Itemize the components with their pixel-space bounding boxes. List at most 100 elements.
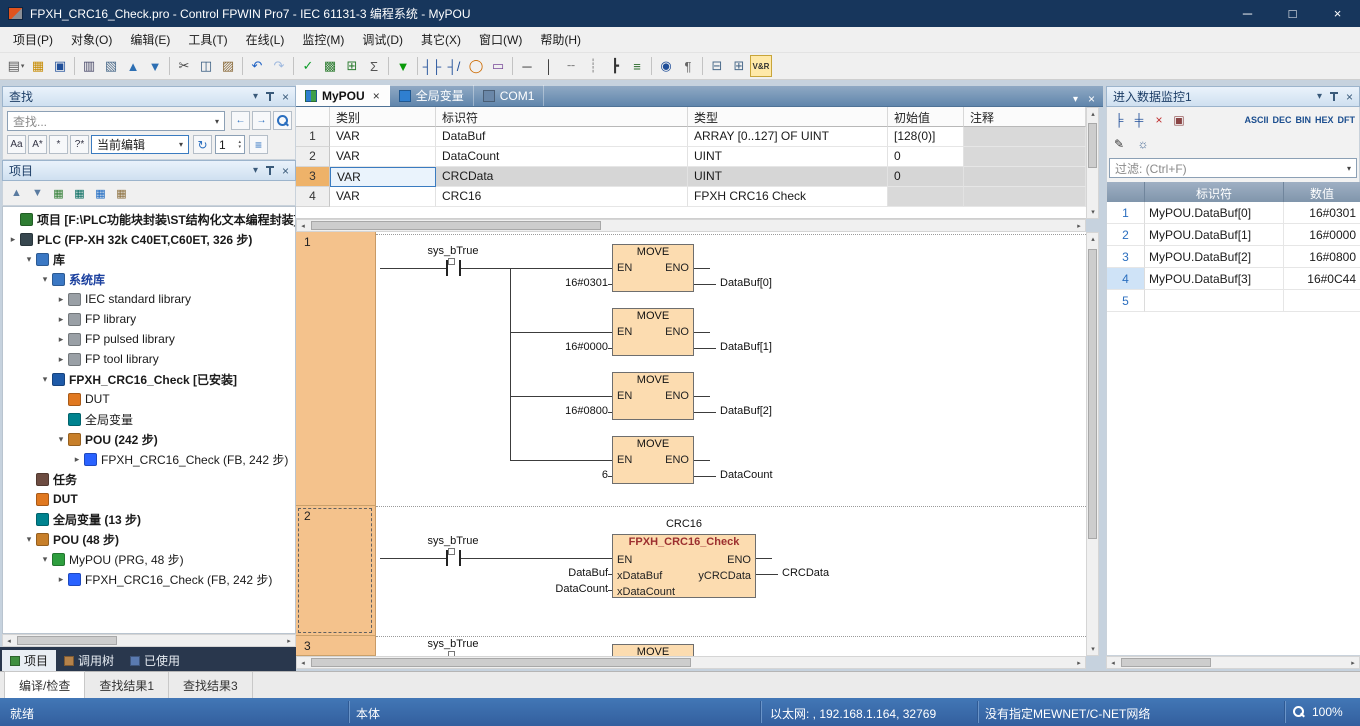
tree-item-0[interactable]: 项目 [F:\PLC功能块封装\ST结构化文本编程封装]: [7, 209, 295, 229]
scroll-down-icon[interactable]: ▾: [1091, 209, 1095, 216]
vr-toggle-icon[interactable]: V&R: [750, 55, 772, 77]
results-tab-2[interactable]: 查找结果3: [169, 671, 253, 699]
scroll-thumb[interactable]: [311, 221, 601, 230]
insert-watch-icon[interactable]: ╞: [1114, 113, 1124, 127]
tree-item-7[interactable]: ▸FP tool library: [55, 349, 159, 369]
format-hex-button[interactable]: HEX: [1314, 115, 1334, 125]
tab-list-icon[interactable]: ▾: [1072, 93, 1078, 105]
cut-icon[interactable]: ✂: [178, 58, 190, 73]
search-panel-close-icon[interactable]: ×: [281, 89, 289, 104]
download-to-plc-icon[interactable]: ▼: [148, 58, 162, 74]
results-tab-1[interactable]: 查找结果1: [85, 671, 170, 699]
totalize-steps-icon[interactable]: Σ: [369, 58, 379, 74]
move-block[interactable]: MOVE: [612, 644, 694, 656]
block-input-operand[interactable]: 6: [601, 469, 608, 481]
monitor-value-cell[interactable]: [1284, 290, 1360, 312]
search-input[interactable]: 查找... ▾: [7, 111, 225, 131]
tree-item-14[interactable]: DUT: [23, 489, 78, 509]
var-row-number[interactable]: 2: [296, 147, 330, 167]
var-cell[interactable]: [964, 187, 1086, 207]
tree-chevron-icon[interactable]: ▸: [58, 293, 64, 304]
tree-item-16[interactable]: ▾POU (48 步): [23, 529, 119, 549]
var-cell[interactable]: CRCData: [436, 167, 688, 187]
split-vertical-icon[interactable]: ⊞: [733, 58, 745, 73]
left-tab-2[interactable]: 已使用: [122, 650, 188, 671]
insert-network-icon[interactable]: ≡: [633, 58, 641, 74]
block-output-operand[interactable]: DataCount: [720, 469, 773, 481]
toggle-monitor-icon[interactable]: ◉: [660, 58, 672, 73]
monitor-panel-pin-icon[interactable]: [1329, 91, 1339, 102]
insert-function-icon[interactable]: ▭: [491, 58, 505, 73]
project-panel-menu-icon[interactable]: ▾: [252, 165, 258, 176]
var-cell[interactable]: DataBuf: [436, 127, 688, 147]
tree-item-18[interactable]: ▸FPXH_CRC16_Check (FB, 242 步): [55, 569, 272, 589]
copy-icon[interactable]: ◫: [199, 58, 213, 73]
block-output-operand[interactable]: DataBuf[0]: [720, 277, 772, 289]
scroll-thumb[interactable]: [1088, 249, 1097, 539]
variable-table-vertical-scrollbar[interactable]: ▴▾: [1086, 107, 1099, 219]
monitor-identifier-cell[interactable]: MyPOU.DataBuf[0]: [1145, 202, 1284, 224]
scroll-left-icon[interactable]: ◂: [301, 223, 305, 230]
insert-vline-icon[interactable]: │: [544, 58, 554, 74]
search-counter-spinner[interactable]: 1 ▴ ▾: [215, 135, 245, 154]
tree-item-8[interactable]: ▾FPXH_CRC16_Check [已安装]: [39, 369, 237, 389]
move-down-icon[interactable]: ▼: [32, 187, 43, 199]
scroll-thumb[interactable]: [17, 636, 117, 645]
scroll-up-icon[interactable]: ▴: [1091, 236, 1095, 243]
fb-input-operand[interactable]: DataCount: [555, 583, 608, 595]
tree-chevron-icon[interactable]: ▾: [26, 533, 32, 544]
ladder-vertical-scrollbar[interactable]: ▴▾: [1086, 232, 1099, 656]
var-row-number[interactable]: 3: [296, 167, 330, 187]
scroll-right-icon[interactable]: ▸: [1351, 660, 1355, 667]
monitor-row-number[interactable]: 1: [1107, 202, 1145, 224]
fb-input-operand[interactable]: DataBuf: [568, 567, 608, 579]
fb-instance-name[interactable]: CRC16: [665, 518, 703, 530]
menu-item-5[interactable]: 监控(M): [302, 33, 345, 47]
undo-icon[interactable]: ↶: [251, 58, 263, 73]
network-number-cell[interactable]: 1: [296, 232, 376, 506]
scroll-up-icon[interactable]: ▴: [1091, 111, 1095, 118]
tree-chevron-icon[interactable]: ▸: [58, 353, 64, 364]
monitor-row-number[interactable]: 4: [1107, 268, 1145, 290]
var-cell[interactable]: [964, 127, 1086, 147]
print-icon[interactable]: ▥: [82, 58, 96, 73]
tree-chevron-icon[interactable]: ▾: [42, 553, 48, 564]
contact-label[interactable]: sys_bTrue: [427, 638, 479, 650]
search-dropdown-icon[interactable]: ▾: [214, 116, 219, 126]
monitor-row-number[interactable]: 2: [1107, 224, 1145, 246]
monitor-value-cell[interactable]: 16#0C44: [1284, 268, 1360, 290]
close-button[interactable]: ×: [1333, 6, 1342, 21]
var-cell[interactable]: UINT: [688, 147, 888, 167]
ladder-horizontal-scrollbar[interactable]: ◂▸: [296, 656, 1086, 669]
delete-hline-icon[interactable]: ╌: [567, 58, 575, 73]
zoom-icon[interactable]: [1292, 705, 1305, 718]
format-ascii-button[interactable]: ASCII: [1244, 115, 1269, 125]
var-column-header-2[interactable]: 类型: [688, 107, 888, 127]
var-cell[interactable]: VAR: [330, 187, 436, 207]
tree-chevron-icon[interactable]: ▾: [42, 373, 48, 384]
insert-coil-icon[interactable]: ◯: [468, 58, 484, 73]
find-run-button[interactable]: [273, 111, 292, 130]
tree-chevron-icon[interactable]: ▸: [74, 453, 80, 464]
monitor-column-header-0[interactable]: 标识符: [1145, 182, 1284, 202]
menu-item-2[interactable]: 编辑(E): [130, 33, 171, 47]
document-tab-2[interactable]: COM1: [474, 85, 545, 106]
search-refresh-icon[interactable]: ↻: [193, 135, 212, 154]
contact-label[interactable]: sys_bTrue: [427, 245, 479, 257]
search-match-case-button[interactable]: Aa: [7, 135, 26, 154]
spinner-up-icon[interactable]: ▴: [238, 138, 241, 145]
tree-item-17[interactable]: ▾MyPOU (PRG, 48 步): [39, 549, 184, 569]
delete-watch-icon[interactable]: ×: [1155, 113, 1163, 127]
document-tab-0[interactable]: MyPOU×: [296, 85, 390, 106]
search-panel-pin-icon[interactable]: [265, 91, 275, 102]
monitor-identifier-cell[interactable]: MyPOU.DataBuf[2]: [1145, 246, 1284, 268]
fb-output-operand[interactable]: CRCData: [782, 567, 830, 579]
monitor-row-number[interactable]: 5: [1107, 290, 1145, 312]
new-file-icon[interactable]: ▤: [5, 55, 27, 77]
tree-item-11[interactable]: ▾POU (242 步): [55, 429, 158, 449]
tree-item-9[interactable]: DUT: [55, 389, 110, 409]
var-cell[interactable]: [128(0)]: [888, 127, 964, 147]
